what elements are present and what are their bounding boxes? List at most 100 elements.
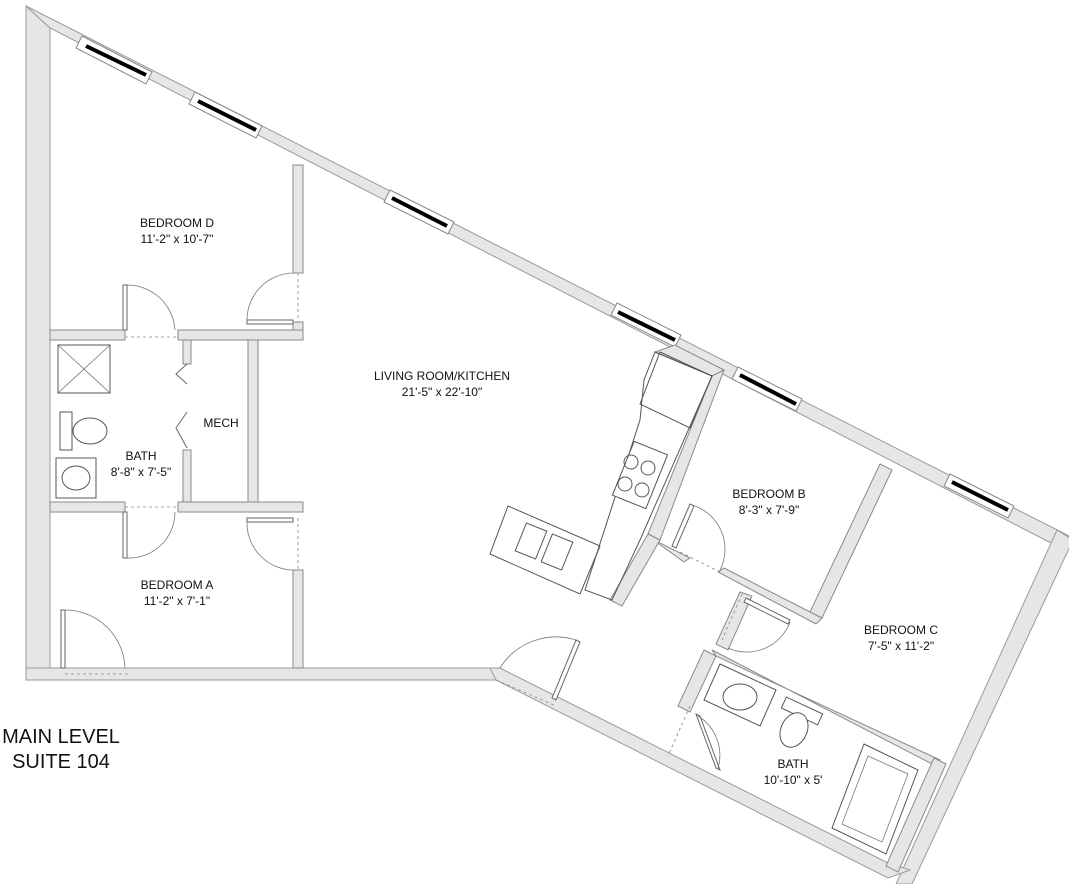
door-bedroom-c-leaf[interactable] xyxy=(743,597,791,625)
bedroom-c-dims: 7'-5" x 11'-2" xyxy=(868,639,934,653)
bath-sink-basin xyxy=(61,465,91,491)
door-entry-main-leaf[interactable] xyxy=(551,639,581,701)
kitchen-sink-right xyxy=(540,533,574,571)
wall-island-diagonal xyxy=(609,533,661,607)
door-bedroom-d[interactable] xyxy=(122,284,178,338)
door-bedroom-d-leaf[interactable] xyxy=(122,284,128,331)
door-bedroom-a-leaf[interactable] xyxy=(246,517,294,523)
exterior-walls xyxy=(25,4,1069,884)
bedroom-a-dims: 11'-2" x 7'-1" xyxy=(144,594,210,608)
window-2 xyxy=(188,91,263,139)
doors xyxy=(60,272,791,772)
wall-bath-right-west xyxy=(677,649,717,713)
bedroom-d-dims: 11'-2" x 10'-7" xyxy=(141,232,214,246)
door-bedroom-d-to-living[interactable] xyxy=(246,272,299,325)
bath-right-name: BATH xyxy=(777,757,808,771)
door-bath-left-leaf[interactable] xyxy=(122,511,128,559)
door-entry-bedroom-a-leaf[interactable] xyxy=(60,609,66,669)
right-bath-fixtures xyxy=(703,663,919,855)
bedroom-b-name: BEDROOM B xyxy=(732,487,805,501)
door-entry-bedroom-a[interactable] xyxy=(60,609,130,675)
window-1-glass xyxy=(85,44,147,77)
burner-4 xyxy=(634,482,650,498)
wall-bedroom-c-west xyxy=(715,591,753,651)
burner-2 xyxy=(640,460,656,476)
window-3 xyxy=(383,189,455,235)
exterior-wall-northeast xyxy=(25,5,1069,547)
bath-right-dims: 10'-10" x 5' xyxy=(764,773,823,787)
door-bedroom-c-swing xyxy=(727,621,791,653)
wall-bedroom-a-north-b xyxy=(177,501,304,513)
window-6-glass xyxy=(951,480,1009,512)
exterior-wall-southeast xyxy=(489,667,912,879)
shower-diag-2 xyxy=(57,344,111,394)
window-1 xyxy=(75,35,153,85)
door-bedroom-a[interactable] xyxy=(246,517,299,571)
bedroom-b-dims: 8'-3" x 7'-9" xyxy=(739,503,799,517)
interior-walls xyxy=(49,164,947,873)
bedroom-a-name: BEDROOM A xyxy=(141,578,214,592)
door-bath-right[interactable] xyxy=(667,705,721,772)
kitchen xyxy=(489,351,713,601)
window-6 xyxy=(943,473,1015,519)
room-labels: BEDROOM D 11'-2" x 10'-7" LIVING ROOM/KI… xyxy=(111,216,939,787)
door-bedroom-c[interactable] xyxy=(721,593,791,653)
window-5 xyxy=(731,366,803,412)
wall-bedroom-a-east xyxy=(292,569,304,669)
plan-title-level: MAIN LEVEL xyxy=(2,726,120,748)
windows xyxy=(75,35,1015,519)
door-bath-right-swing xyxy=(697,715,721,769)
wall-bedroom-d-south-a xyxy=(49,329,126,341)
kitchen-sink-left xyxy=(514,522,548,560)
living-name: LIVING ROOM/KITCHEN xyxy=(374,369,510,383)
exterior-wall-east xyxy=(895,529,1069,884)
door-bedroom-d-swing xyxy=(126,284,176,331)
door-bedroom-b-swing xyxy=(691,504,726,571)
toilet-right-bowl xyxy=(779,712,809,748)
left-bath-fixtures xyxy=(55,344,111,499)
window-4 xyxy=(610,302,682,348)
fridge xyxy=(639,351,713,429)
window-2-glass xyxy=(197,99,257,132)
bathtub-inner xyxy=(841,755,909,843)
wall-bath-right-east xyxy=(885,757,947,873)
toilet-tank xyxy=(59,411,73,451)
door-bath-left[interactable] xyxy=(122,506,178,559)
door-bedroom-b[interactable] xyxy=(671,503,726,573)
bath-left-name: BATH xyxy=(125,449,156,463)
window-4-glass xyxy=(617,310,676,342)
door-bedroom-b-leaf[interactable] xyxy=(671,503,695,549)
door-mech-bifold-top[interactable] xyxy=(175,363,188,385)
plan-title-suite: SUITE 104 xyxy=(12,751,110,773)
window-5-glass xyxy=(739,373,797,406)
mech-name: MECH xyxy=(203,416,238,430)
kitchen-island xyxy=(489,505,601,595)
door-mech[interactable] xyxy=(175,363,188,449)
bath-left-dims: 8'-8" x 7'-5" xyxy=(111,465,171,479)
door-bath-right-leaf[interactable] xyxy=(695,712,721,772)
wall-mech-west-lower xyxy=(182,449,192,503)
burner-1 xyxy=(623,454,639,470)
toilet-bowl xyxy=(72,417,108,445)
door-bedroom-a-swing xyxy=(246,521,294,571)
wall-bedroom-d-south-b xyxy=(177,329,304,341)
exterior-wall-west xyxy=(25,4,51,681)
door-mech-bifold-bottom[interactable] xyxy=(175,411,188,449)
door-entry-bedroom-a-swing xyxy=(64,609,126,669)
bedroom-c-name: BEDROOM C xyxy=(864,623,938,637)
door-bedroom-c-threshold xyxy=(721,593,743,641)
living-dims: 21'-5" x 22'-10" xyxy=(402,385,482,399)
door-bath-right-threshold xyxy=(667,705,691,757)
burner-3 xyxy=(617,476,633,492)
door-entry-main[interactable] xyxy=(495,636,581,707)
stove xyxy=(611,440,669,510)
door-entry-main-threshold xyxy=(495,679,557,707)
door-bedroom-d-to-living-leaf[interactable] xyxy=(246,319,294,325)
door-bedroom-d-to-living-swing xyxy=(246,272,294,321)
bathtub xyxy=(831,743,919,855)
wall-bath-right-north xyxy=(711,649,941,767)
vanity-basin xyxy=(722,683,758,711)
window-3-glass xyxy=(391,196,448,228)
bedroom-d-name: BEDROOM D xyxy=(140,216,214,230)
